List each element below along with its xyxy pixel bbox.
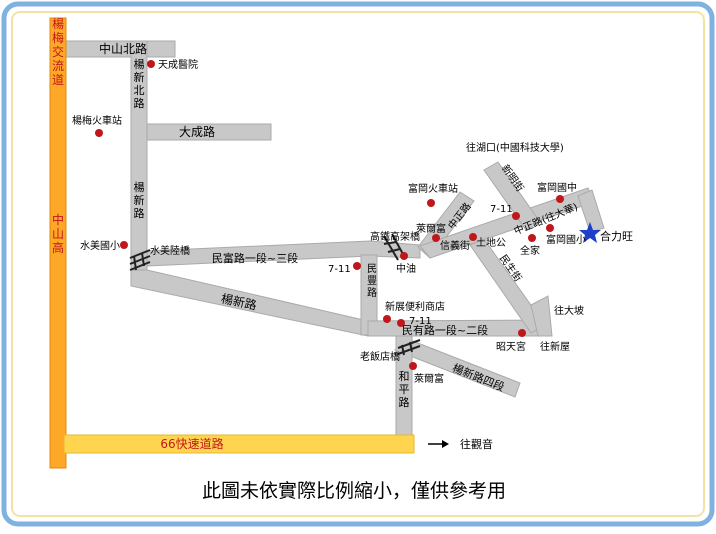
marker-cpc (400, 252, 408, 260)
marker-fugang-station (427, 199, 435, 207)
label-xinyi-street: 信義街 (440, 239, 470, 252)
hsr-bridge-mark (383, 233, 405, 261)
label-yangxin-north: 楊新北路 (134, 57, 145, 110)
label-family-mart: 全家 (520, 244, 540, 257)
road-xinming (483, 161, 541, 231)
rail-crossings (129, 233, 421, 356)
label-xinzhan-store: 新展便利商店 (385, 300, 445, 313)
label-heping: 和平路 (399, 370, 410, 409)
label-zhongshan-expressway: 中山高 (52, 212, 64, 255)
place-markers (95, 60, 564, 370)
label-yangmei-station: 楊梅火車站 (72, 114, 122, 127)
label-zhaotian-temple: 昭天宮 (496, 340, 526, 353)
label-fugang-junior: 富岡國中 (537, 181, 577, 194)
label-fugang-primary: 富岡國小 (546, 233, 586, 246)
marker-yangmei-station (95, 129, 103, 137)
road-minfu (146, 240, 421, 267)
label-yangxin-diag: 楊新路 (220, 291, 258, 313)
marker-xinzhan-store (383, 315, 391, 323)
label-laiyi-2: 萊爾富 (414, 372, 444, 385)
label-helihwang: 合力旺 (600, 229, 633, 243)
label-cpc: 中油 (396, 262, 416, 275)
label-minyou: 民有路一段~二段 (402, 323, 488, 337)
destination-star-icon (579, 222, 601, 243)
marker-fugang-junior (556, 195, 564, 203)
label-minfu: 民富路一段~三段 (212, 251, 298, 265)
label-to-guanyin: 往觀音 (460, 437, 493, 451)
shuimei-bridge-mark (129, 249, 151, 271)
marker-shuimei-school (120, 241, 128, 249)
road-network (63, 40, 605, 441)
arrow-right-icon (428, 440, 449, 448)
label-zhongshan-north: 中山北路 (99, 41, 147, 56)
label-seven-eleven-1: 7-11 (328, 264, 351, 275)
highway-zhongshan (49, 17, 67, 469)
old-shop-bridge-mark (397, 339, 421, 356)
label-seven-eleven-3: 7-11 (409, 316, 432, 327)
label-tudigong: 土地公 (476, 236, 506, 249)
marker-laiyi-2 (409, 362, 417, 370)
road-dacheng (146, 123, 272, 141)
label-seven-eleven-2: 7-11 (490, 204, 513, 215)
label-tiancheng-hospital: 天成醫院 (158, 58, 198, 71)
label-yangxin-vertical: 楊新路 (134, 180, 145, 220)
marker-zhaotian-temple (518, 329, 526, 337)
label-old-shop-bridge: 老飯店橋 (360, 350, 400, 363)
footer-note: 此圖未依實際比例縮小，僅供參考用 (202, 480, 506, 502)
label-to-dapo: 往大坡 (554, 304, 584, 317)
label-to-hukou: 往湖口(中國科技大學) (466, 141, 564, 154)
marker-seven-eleven-3 (397, 319, 405, 327)
label-shuimei-bridge: 水美陸橋 (150, 244, 190, 257)
marker-family-mart (528, 234, 536, 242)
label-minfeng: 民豐路 (367, 263, 377, 299)
label-yangmei-expressway: 楊梅交流道 (52, 16, 64, 87)
label-dacheng: 大成路 (179, 124, 215, 139)
marker-tudigong (469, 233, 477, 241)
marker-seven-eleven-1 (353, 262, 361, 270)
marker-fugang-primary (546, 224, 554, 232)
label-route66: 66快速道路 (160, 436, 223, 451)
road-helihwang-branch (577, 189, 605, 233)
marker-laiyi-temple (432, 234, 440, 242)
road-to-dapo (530, 295, 553, 337)
label-shuimei-school: 水美國小 (80, 239, 120, 252)
highway-route66 (63, 434, 415, 454)
label-hsr-bridge: 高鐵高架橋 (370, 230, 420, 243)
label-to-xinwu: 往新屋 (540, 340, 570, 353)
marker-tiancheng-hospital (147, 60, 155, 68)
label-laiyi-temple: 萊爾富 (416, 222, 446, 235)
label-fugang-station: 富岡火車站 (408, 182, 458, 195)
marker-seven-eleven-2 (512, 212, 520, 220)
